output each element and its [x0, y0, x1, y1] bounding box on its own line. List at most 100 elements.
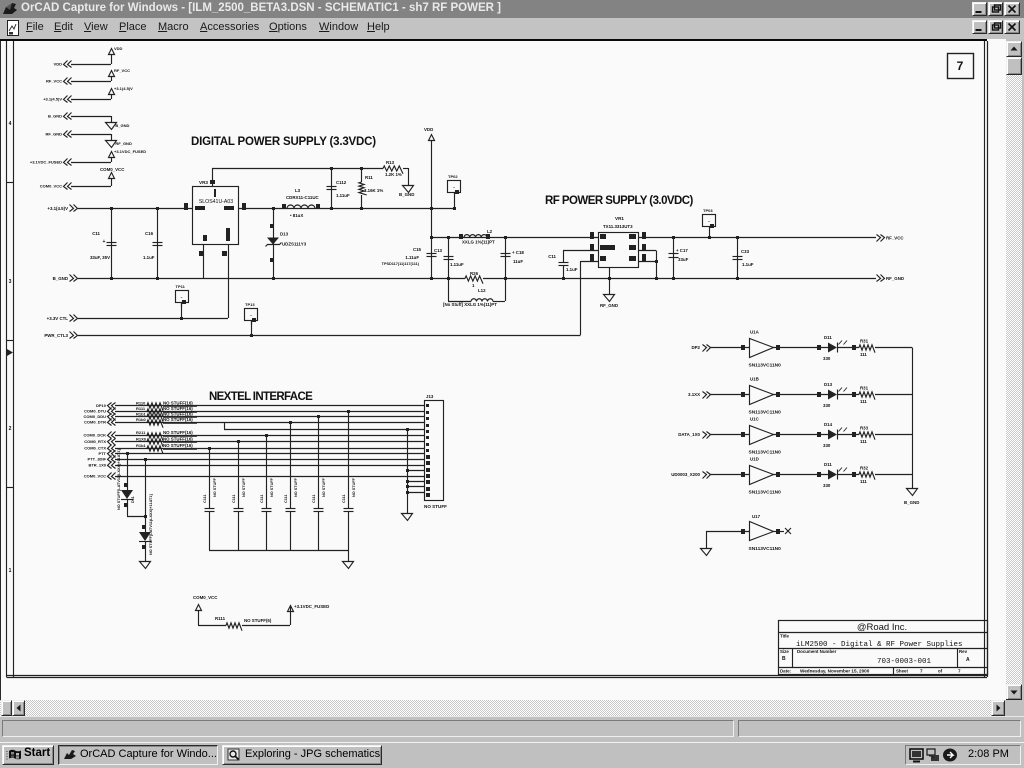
svg-text:iLM2500 - Digital & RF Power S: iLM2500 - Digital & RF Power Supplies	[796, 641, 963, 649]
svg-text:+3.1VDC_FUSED: +3.1VDC_FUSED	[30, 160, 62, 165]
svg-text:1.1uF: 1.1uF	[143, 255, 155, 260]
svg-text:L3: L3	[295, 188, 301, 193]
svg-text:1.11uF: 1.11uF	[336, 193, 350, 198]
svg-text:D11: D11	[824, 335, 832, 340]
svg-text:TX11.3313UT3: TX11.3313UT3	[603, 224, 633, 229]
svg-text:COM0_DCK: COM0_DCK	[84, 433, 107, 438]
svg-text:J13: J13	[426, 394, 434, 399]
svg-text:C16: C16	[145, 231, 154, 236]
svg-text:B_GND: B_GND	[115, 123, 129, 128]
svg-text:RF_VCC: RF_VCC	[114, 68, 130, 73]
svg-text:R32: R32	[860, 466, 869, 471]
svg-text:C111: C111	[203, 494, 207, 503]
svg-text:NO STUFF: NO STUFF	[352, 477, 356, 497]
svg-text:+3.1(4.5)V: +3.1(4.5)V	[43, 97, 62, 102]
svg-text:@Road Inc.: @Road Inc.	[857, 622, 907, 633]
svg-text:SN113VC11N0: SN113VC11N0	[749, 410, 782, 416]
svg-text:NO STUFF: NO STUFF	[424, 504, 447, 509]
svg-text:-: -	[181, 295, 183, 301]
svg-text:VDD: VDD	[424, 127, 433, 132]
svg-text:RF_GND: RF_GND	[600, 303, 618, 308]
svg-text:C11: C11	[548, 254, 556, 259]
svg-text:VR3: VR3	[199, 180, 208, 185]
svg-text:B_GND: B_GND	[904, 500, 919, 505]
svg-text:R1b0: R1b0	[136, 417, 147, 422]
svg-text:111: 111	[860, 399, 867, 404]
svg-text:111: 111	[860, 439, 867, 444]
svg-text:3.16K 1%: 3.16K 1%	[364, 188, 383, 193]
svg-text:U1B: U1B	[750, 377, 759, 382]
svg-text:NO STUFF(16): NO STUFF(16)	[163, 437, 193, 442]
svg-text:COM0_DTR: COM0_DTR	[84, 420, 106, 425]
svg-text:1: 1	[472, 283, 475, 288]
svg-text:of: of	[938, 669, 943, 674]
svg-text:R13: R13	[386, 160, 395, 165]
svg-text:Wednesday, November 15, 2000: Wednesday, November 15, 2000	[800, 669, 870, 674]
svg-text:NO STUFF(16): NO STUFF(16)	[163, 412, 193, 417]
svg-text:COM0_DTU: COM0_DTU	[84, 409, 106, 414]
svg-text:R33: R33	[860, 426, 869, 431]
svg-text:COM0_VCC: COM0_VCC	[84, 474, 106, 479]
svg-text:R26: R26	[470, 271, 479, 276]
svg-text:3.1XX: 3.1XX	[688, 392, 700, 397]
svg-text:NO STUFF: NO STUFF	[213, 477, 217, 497]
svg-text:+3.1VDC_FUSED: +3.1VDC_FUSED	[294, 604, 329, 609]
svg-text:DATA_1X0: DATA_1X0	[678, 432, 700, 437]
svg-text:COM0_VCC: COM0_VCC	[193, 595, 218, 600]
svg-text:SN113VC11N0: SN113VC11N0	[749, 546, 782, 552]
svg-text:+ C18: + C18	[512, 250, 524, 255]
svg-text:NO STUFF(16): NO STUFF(16)	[163, 401, 193, 406]
svg-text:4: 4	[9, 121, 12, 127]
svg-text:R11: R11	[365, 175, 373, 180]
svg-text:NO STUFF(6): NO STUFF(6)	[244, 618, 272, 623]
svg-text:SN113VC11N0: SN113VC11N0	[749, 490, 782, 496]
svg-text:C33: C33	[741, 249, 750, 254]
svg-text:C15: C15	[413, 247, 422, 252]
svg-text:C11: C11	[92, 231, 100, 236]
svg-text:VDD: VDD	[54, 62, 63, 67]
svg-text:7: 7	[957, 59, 964, 73]
svg-text:COM0_CTX: COM0_CTX	[84, 446, 106, 451]
svg-text:C111: C111	[342, 494, 346, 503]
svg-text:TP03: TP03	[703, 208, 713, 213]
svg-text:+ C17: + C17	[676, 248, 688, 253]
svg-text:+3.1(4.5)V: +3.1(4.5)V	[47, 206, 68, 211]
svg-text:2: 2	[9, 426, 12, 432]
svg-text:B_GND: B_GND	[48, 114, 62, 119]
svg-text:TP13: TP13	[245, 302, 255, 307]
svg-text:RF_GND: RF_GND	[886, 276, 904, 281]
svg-text:NO STUFF: NO STUFF	[270, 477, 274, 497]
svg-text:NO STUFF[LATV11(LXXX)+11AT1]: NO STUFF[LATV11(LXXX)+11AT1]	[117, 449, 121, 510]
svg-text:R111: R111	[215, 616, 226, 621]
svg-text:TP11: TP11	[176, 284, 186, 289]
svg-text:• 81uX: • 81uX	[290, 213, 303, 218]
svg-text:+3.1VDC_FUSED: +3.1VDC_FUSED	[114, 149, 146, 154]
svg-text:R31: R31	[860, 339, 869, 344]
svg-text:7: 7	[958, 669, 961, 674]
svg-text:1.1uF: 1.1uF	[742, 262, 754, 267]
svg-text:CDRX11-C11UC: CDRX11-C11UC	[286, 195, 320, 200]
svg-text:L12: L12	[478, 288, 486, 293]
svg-text:330: 330	[823, 356, 831, 361]
svg-text:COM0_RTX: COM0_RTX	[84, 439, 106, 444]
svg-text:B_GND: B_GND	[53, 276, 68, 281]
svg-text:UDZS111Y3: UDZS111Y3	[282, 242, 307, 247]
svg-text:11uF: 11uF	[513, 259, 523, 264]
svg-text:1.11uF: 1.11uF	[405, 255, 419, 260]
svg-text:1.1uF: 1.1uF	[566, 267, 578, 272]
svg-text:U1C: U1C	[750, 417, 760, 422]
svg-text:SN113VC11N0: SN113VC11N0	[749, 450, 782, 456]
svg-text:703-0003-001: 703-0003-001	[877, 658, 932, 666]
svg-text:XXLG 1%(11)PT: XXLG 1%(11)PT	[462, 240, 495, 245]
svg-text:Title: Title	[780, 634, 790, 639]
svg-text:R1X0: R1X0	[136, 437, 147, 442]
svg-text:DIGITAL POWER SUPPLY (3.3VDC): DIGITAL POWER SUPPLY (3.3VDC)	[191, 136, 376, 148]
svg-text:D13: D13	[824, 382, 833, 387]
svg-text:NO STUFF: NO STUFF	[322, 477, 326, 497]
svg-text:COM0_VCC: COM0_VCC	[40, 184, 62, 189]
svg-text:NEXTEL INTERFACE: NEXTEL INTERFACE	[209, 391, 313, 403]
svg-text:DP2: DP2	[691, 345, 700, 350]
svg-text:C111: C111	[284, 494, 288, 503]
svg-text:SN113VC11N0: SN113VC11N0	[749, 363, 782, 369]
svg-text:COM0_VCC: COM0_VCC	[100, 167, 125, 172]
